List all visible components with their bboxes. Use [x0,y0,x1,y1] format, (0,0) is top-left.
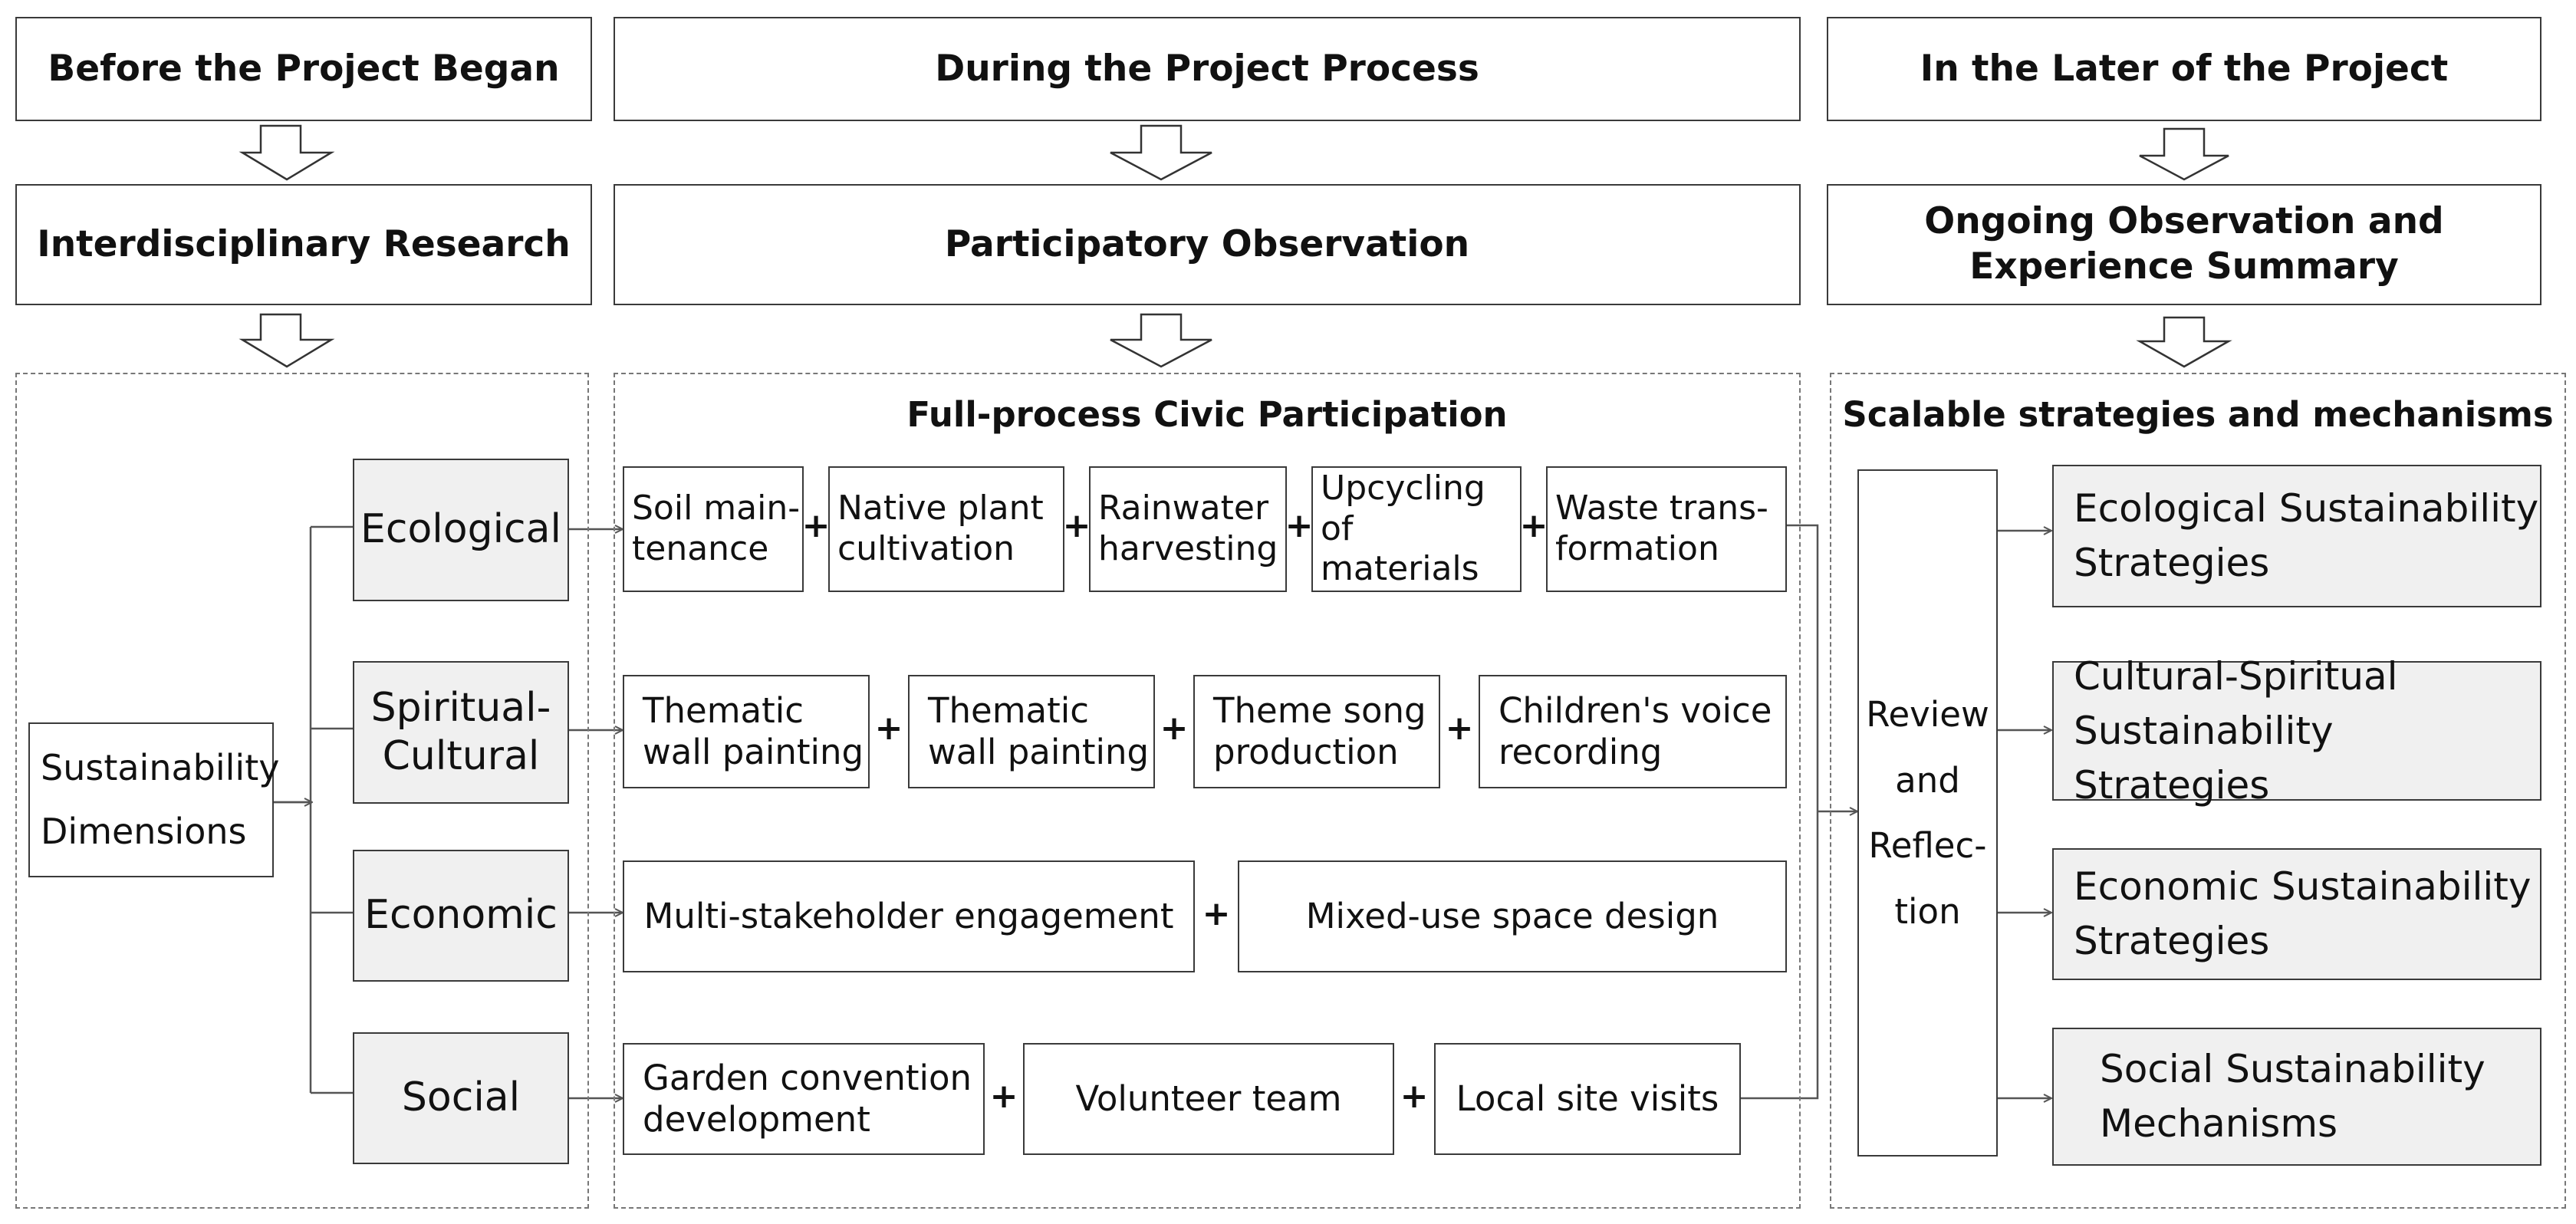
activity-thematic-wall-2: Thematic wall painting [908,675,1155,788]
plus-sign: + [1062,506,1091,545]
plus-sign: + [1160,709,1189,748]
activity-garden-convention: Garden convention development [623,1043,985,1155]
review-line: Reflec- [1868,825,1987,866]
dimension-ecological: Ecological [353,459,569,601]
plus-sign: + [1202,894,1231,933]
plus-sign: + [1445,709,1474,748]
participation-region [614,373,1801,1209]
method-research: Interdisciplinary Research [15,184,592,305]
plus-sign: + [1519,506,1548,545]
participation-title: Full-process Civic Participation [906,394,1508,435]
review-line: tion [1894,890,1961,932]
activity-upcycling: Upcycling of materials [1311,466,1522,592]
review-line: and [1895,759,1960,801]
activity-rainwater: Rainwater harvesting [1089,466,1287,592]
strategy-cultural-spiritual: Cultural-Spiritual Sustainability Strate… [2052,654,2541,808]
activity-local-site-visits: Local site visits [1434,1043,1741,1155]
dimensions-region [15,373,589,1209]
outcomes-title: Scalable strategies and mechanisms [1842,394,2554,435]
dimension-economic: Economic [353,850,569,982]
sustainability-dimensions: Sustainability Dimensions [28,722,279,877]
outcomes-region [1830,373,2566,1209]
plus-sign: + [801,506,831,545]
strategy-ecological: Ecological Sustainability Strategies [2052,465,2541,607]
plus-sign: + [874,709,903,748]
method-ongoing: Ongoing Observation and Experience Summa… [1827,184,2541,305]
activity-theme-song: Theme song production [1193,675,1440,788]
plus-sign: + [1400,1077,1429,1116]
review-and-reflection: Review and Reflec- tion [1857,469,1998,1157]
dimension-social: Social [353,1032,569,1164]
activity-childrens-voice: Children's voice recording [1479,675,1787,788]
method-observation: Participatory Observation [614,184,1801,305]
down-arrow-during-2 [1110,313,1212,368]
activity-waste: Waste trans- formation [1546,466,1787,592]
activity-volunteer-team: Volunteer team [1023,1043,1394,1155]
plus-sign: + [989,1077,1018,1116]
down-arrow-before-1 [239,124,335,181]
review-line: Review [1866,694,1989,735]
plus-sign: + [1285,506,1314,545]
activity-native-plant: Native plant cultivation [828,466,1064,592]
down-arrow-during-1 [1110,124,1212,181]
stage-before: Before the Project Began [15,17,592,121]
dimension-spiritual-cultural: Spiritual- Cultural [353,661,569,804]
down-arrow-later-2 [2136,316,2232,368]
down-arrow-before-2 [239,313,335,368]
stage-during: During the Project Process [614,17,1801,121]
activity-mixed-use: Mixed-use space design [1238,860,1787,972]
activity-soil-maintenance: Soil main- tenance [623,466,804,592]
activity-multi-stakeholder: Multi-stakeholder engagement [623,860,1195,972]
stage-later: In the Later of the Project [1827,17,2541,121]
strategy-economic: Economic Sustainability Strategies [2052,848,2541,980]
strategy-social: Social Sustainability Mechanisms [2052,1028,2541,1166]
down-arrow-later-1 [2139,127,2229,181]
activity-thematic-wall-1: Thematic wall painting [623,675,870,788]
